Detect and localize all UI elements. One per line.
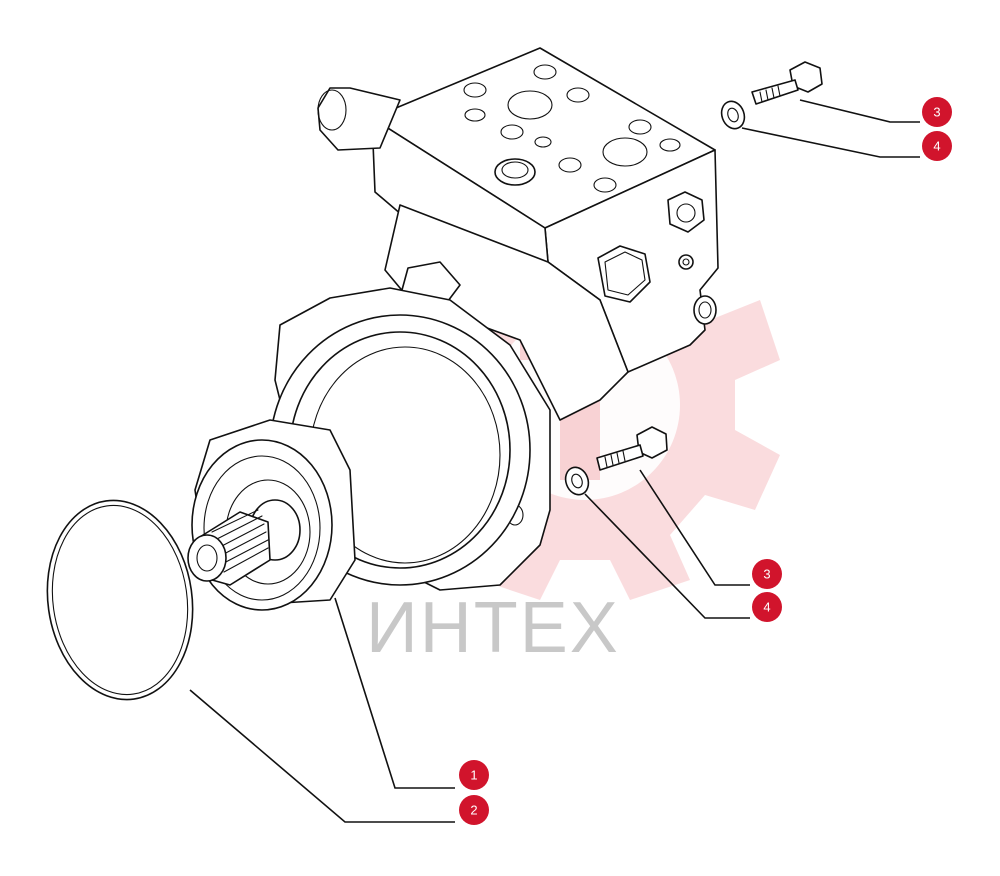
callout-label: 3 [763,567,770,582]
callout-4-upper: 4 [922,131,952,161]
bolt-lower [596,426,668,471]
callout-label: 1 [470,768,477,783]
bolt-upper [751,61,823,105]
callout-label: 4 [933,139,940,154]
callout-2: 2 [459,795,489,825]
watermark-text: ИНТЕХ [366,588,620,668]
hex-plug-side [667,191,705,233]
callout-label: 2 [470,803,477,818]
splined-shaft [187,509,271,586]
callout-1: 1 [459,760,489,790]
callout-label: 3 [933,105,940,120]
callout-3-upper: 3 [922,97,952,127]
hex-plug-front [597,245,651,303]
callout-3-lower: 3 [752,559,782,589]
o-ring [46,499,194,701]
callout-4-lower: 4 [752,592,782,622]
washer-lower [564,466,590,496]
callout-label: 4 [763,600,770,615]
leader-lines [189,99,920,823]
washer-upper [720,100,746,130]
